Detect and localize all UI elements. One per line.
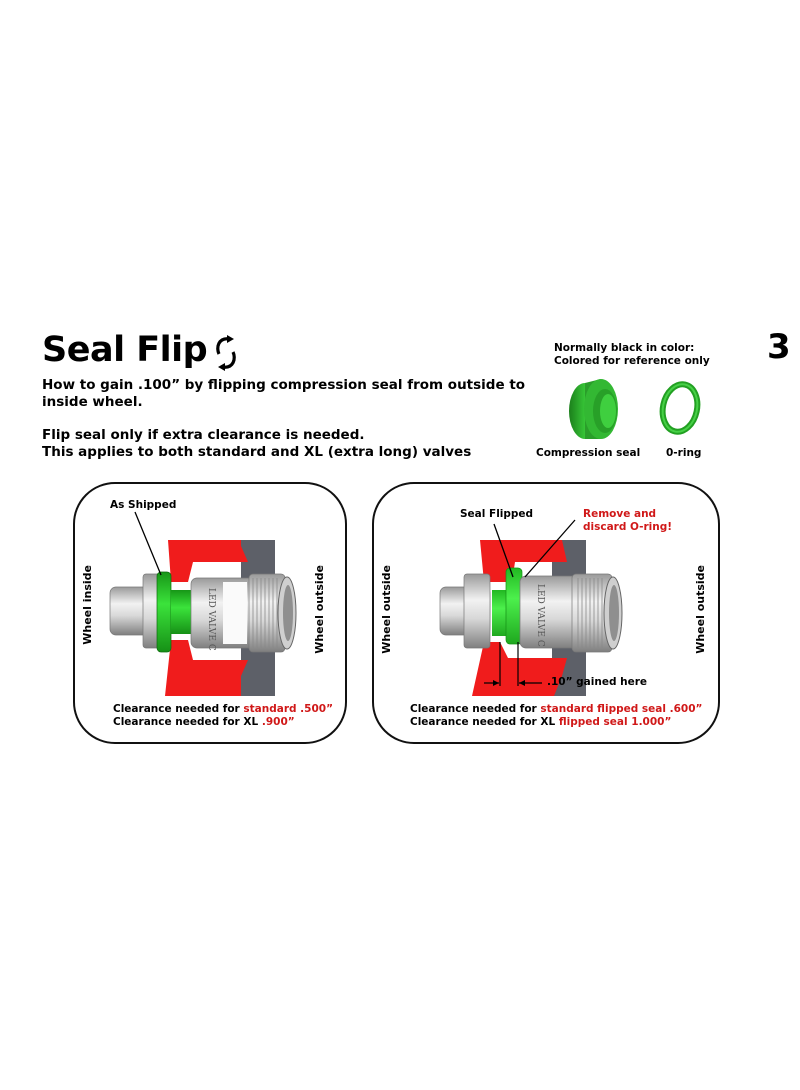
o-ring-label: 0-ring — [666, 447, 702, 459]
clearance-xl-flipped: Clearance needed for XL flipped seal 1.0… — [410, 716, 672, 728]
flip-arrows-icon — [210, 334, 242, 372]
intro-line-2: Flip seal only if extra clearance is nee… — [42, 427, 365, 443]
clearance-xl: Clearance needed for XL .900” — [113, 716, 295, 728]
clearance-standard: Clearance needed for standard .500” — [113, 703, 333, 715]
o-ring-icon — [658, 380, 702, 436]
as-shipped-clearance: Clearance needed for standard .500” Clea… — [113, 703, 333, 729]
remove-o-ring-warning: Remove and discard O-ring! — [583, 508, 673, 533]
as-shipped-diagram: LED VALVE C — [73, 482, 347, 744]
clearance-standard-flipped: Clearance needed for standard flipped se… — [410, 703, 703, 715]
reference-note-line-1: Normally black in color: — [554, 342, 695, 354]
intro-text: How to gain .100” by flipping compressio… — [42, 377, 532, 461]
page-number: 3 — [767, 327, 791, 367]
svg-text:LED VALVE C: LED VALVE C — [535, 584, 545, 647]
intro-line-1: How to gain .100” by flipping compressio… — [42, 377, 526, 410]
left-panel-wheel-inside-label: Wheel inside — [81, 565, 94, 645]
compression-seal-label: Compression seal — [536, 447, 641, 459]
as-shipped-callout: As Shipped — [110, 499, 177, 511]
page-title: Seal Flip — [42, 330, 208, 370]
left-panel-wheel-outside-label: Wheel outside — [313, 565, 326, 654]
compression-seal-icon — [565, 373, 621, 441]
seal-flipped-diagram: LED VALVE C — [372, 482, 720, 744]
reference-note-line-2: Colored for reference only — [554, 355, 710, 367]
seal-flipped-callout: Seal Flipped — [460, 508, 534, 520]
intro-line-3: This applies to both standard and XL (ex… — [42, 444, 472, 460]
right-panel-wheel-outside-right-label: Wheel outside — [694, 565, 707, 654]
reference-note: Normally black in color: Colored for ref… — [554, 342, 710, 368]
seal-flipped-clearance: Clearance needed for standard flipped se… — [410, 703, 702, 729]
gain-label: .10” gained here — [547, 676, 648, 688]
svg-text:LED VALVE C: LED VALVE C — [206, 588, 216, 651]
right-panel-wheel-outside-left-label: Wheel outside — [380, 565, 393, 654]
